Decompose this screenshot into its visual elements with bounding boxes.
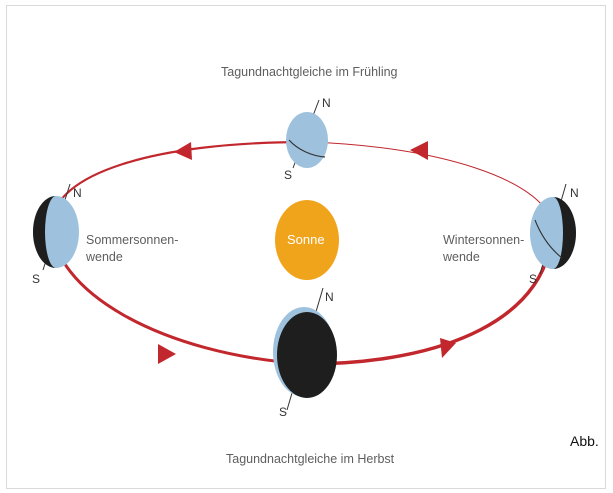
pole-north-summer: N — [73, 186, 82, 200]
label-winter-solstice-line2: wende — [443, 250, 480, 264]
label-autumn-equinox: Tagundnachtgleiche im Herbst — [226, 452, 395, 466]
sun-label: Sonne — [287, 232, 325, 247]
figure-caption: Abb. — [570, 433, 599, 449]
pole-south-autumn: S — [279, 405, 288, 419]
label-spring-equinox: Tagundnachtgleiche im Frühling — [221, 65, 398, 79]
sun — [275, 200, 339, 280]
earth-autumn — [273, 287, 337, 411]
label-summer-solstice-line1: Sommersonnen- — [86, 233, 179, 247]
pole-south-spring: S — [284, 168, 293, 182]
orbit-arrow-top-left — [174, 142, 192, 160]
label-winter-solstice-line1: Wintersonnen- — [443, 233, 525, 247]
orbit-arrow-top-right — [410, 141, 428, 160]
pole-south-winter: S — [529, 272, 538, 286]
pole-south-summer: S — [32, 272, 41, 286]
orbit-arrow-bottom-right — [440, 338, 456, 358]
pole-north-winter: N — [570, 186, 579, 200]
label-summer-solstice-line2: wende — [86, 250, 123, 264]
earth-summer — [33, 183, 79, 271]
orbit-path-upper-right — [306, 141, 553, 223]
pole-north-spring: N — [322, 96, 331, 110]
earth-spring — [286, 99, 328, 169]
pole-north-autumn: N — [325, 290, 334, 304]
orbit-arrow-bottom-left — [158, 344, 176, 364]
earth-winter — [530, 183, 576, 275]
